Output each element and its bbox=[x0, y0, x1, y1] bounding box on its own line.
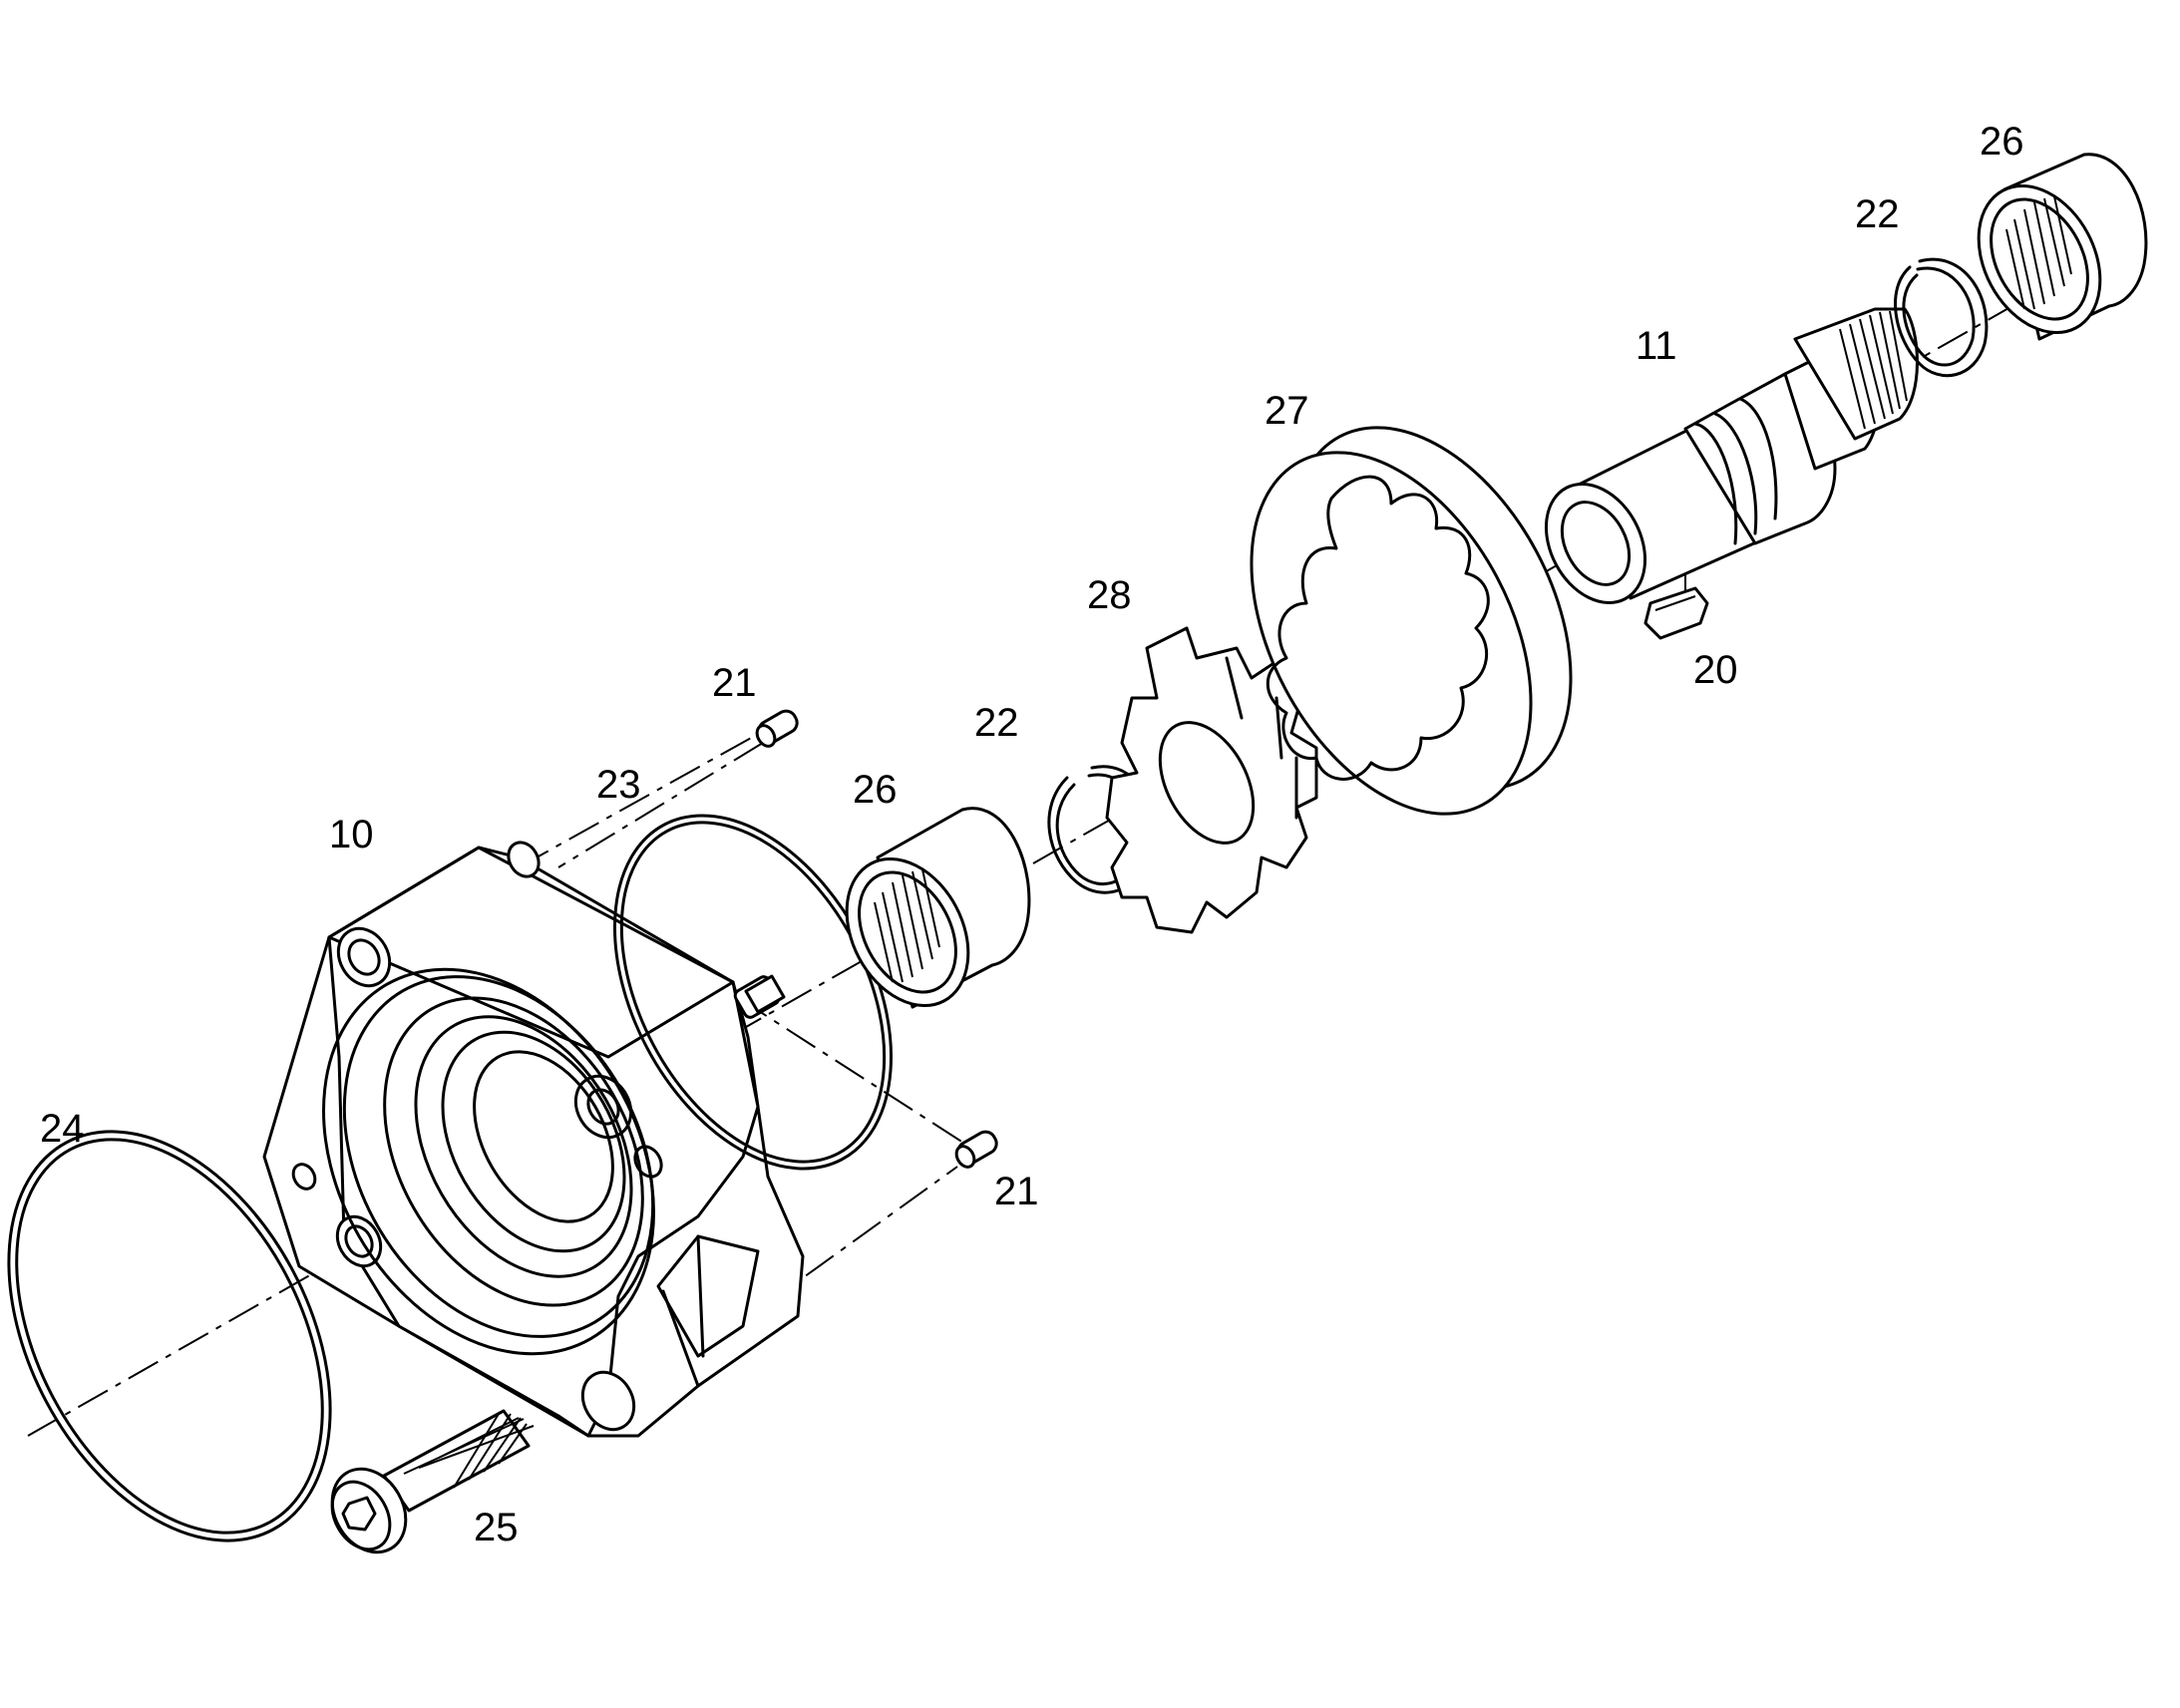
callout-24: 24 bbox=[40, 1107, 85, 1151]
dowel-pin-21-bottom bbox=[954, 1130, 998, 1169]
callout-26-left: 26 bbox=[853, 768, 898, 812]
outer-ring-27 bbox=[1250, 426, 1573, 816]
callout-27: 27 bbox=[1265, 389, 1309, 433]
callout-21-top: 21 bbox=[712, 661, 757, 705]
o-ring-24 bbox=[7, 1130, 332, 1542]
callout-11: 11 bbox=[1635, 324, 1677, 368]
callout-10: 10 bbox=[329, 813, 374, 856]
dowel-pin-21-top bbox=[755, 709, 799, 748]
key-20 bbox=[1643, 586, 1709, 640]
callout-labels: 10 11 20 21 21 22 22 23 24 25 26 26 27 2… bbox=[40, 120, 2024, 1549]
callout-21-bottom: 21 bbox=[994, 1170, 1039, 1213]
shaft-11 bbox=[1544, 307, 1919, 605]
needle-bearing-26-left bbox=[845, 807, 1031, 1009]
callout-28: 28 bbox=[1087, 573, 1132, 617]
housing-10 bbox=[262, 841, 805, 1438]
snap-ring-22-right bbox=[1894, 257, 1989, 378]
callout-23: 23 bbox=[596, 763, 641, 807]
callout-25: 25 bbox=[474, 1506, 519, 1549]
needle-bearing-26-right bbox=[1977, 153, 2148, 341]
callout-20: 20 bbox=[1693, 648, 1738, 692]
callout-22-left: 22 bbox=[974, 701, 1019, 745]
callout-26-right: 26 bbox=[1980, 120, 2024, 164]
cap-screw-25 bbox=[330, 1409, 535, 1554]
callout-22-right: 22 bbox=[1855, 192, 1900, 236]
